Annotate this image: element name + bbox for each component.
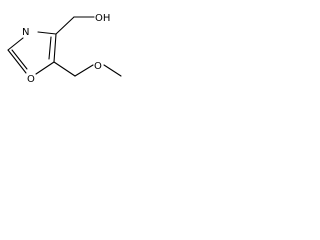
bond-c4-ch2 — [55, 16, 75, 35]
atom-label-ether-oxygen: O — [94, 61, 102, 72]
bond-c5-c4-double — [48, 36, 52, 60]
atom-label-hydroxyl: OH — [95, 13, 110, 24]
atom-label-ring-oxygen: O — [27, 74, 35, 85]
atom-label-ring-nitrogen: N — [22, 27, 29, 38]
bond-n3-c2 — [7, 37, 24, 51]
bond-ch2-o — [74, 64, 94, 77]
bond-c5-ch2 — [53, 61, 76, 77]
bond-c2-o1-double — [11, 49, 28, 70]
bond-c2-o1 — [7, 49, 27, 74]
bond-c4-n3 — [37, 31, 57, 35]
molecule-structure: N O OH O — [7, 13, 122, 85]
bond-c5-c4 — [53, 33, 57, 63]
bond-o-ch3 — [103, 64, 122, 77]
bond-o1-c5 — [35, 61, 55, 75]
